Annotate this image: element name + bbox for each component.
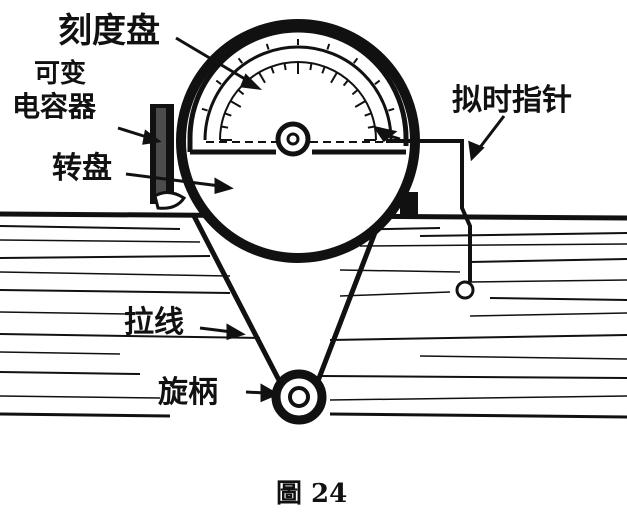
dial-tick	[224, 112, 232, 117]
dial-tick	[342, 79, 349, 87]
dial-outer-tick	[326, 43, 331, 50]
dial-tick	[364, 112, 372, 117]
knob-label: 旋柄	[158, 375, 218, 410]
dial-tick	[321, 66, 326, 74]
dial-outer-tick	[352, 57, 359, 64]
pointer-label: 拟时指针	[452, 83, 572, 118]
dial-tick	[283, 63, 287, 71]
dial-outer-tick	[265, 43, 270, 50]
dial-tick	[351, 89, 359, 96]
dial-tick	[237, 89, 245, 96]
dial-tick	[229, 100, 242, 108]
clock-pointer	[386, 139, 475, 300]
dial-scale-ticks	[201, 39, 395, 141]
disc-label: 转盘	[52, 151, 112, 186]
capacitor-label-line1: 可变	[34, 58, 86, 89]
leader-arrows	[117, 36, 506, 403]
drive-cord	[191, 214, 379, 388]
dial-outer-tick	[237, 57, 243, 64]
dial-label: 刻度盘	[58, 11, 160, 51]
variable-capacitor	[150, 104, 187, 210]
dial-outer-tick	[374, 79, 381, 85]
dial-plate	[187, 27, 409, 155]
dial-tick	[221, 125, 229, 129]
dial-outer-tick	[201, 107, 208, 112]
dial-outer-tick	[388, 107, 395, 112]
dial-tick	[270, 66, 275, 74]
dial-tick	[330, 71, 338, 84]
tuning-knob	[271, 369, 327, 425]
pointer-hub	[275, 121, 311, 157]
dial-tick	[258, 71, 266, 84]
figure-caption: 圖 24	[276, 479, 347, 509]
dial-tick	[354, 100, 367, 108]
surface-hatching	[0, 211, 627, 419]
capacitor-label-line2: 电容器	[12, 90, 97, 123]
dial-outer-tick	[215, 79, 222, 85]
dial-tick	[309, 63, 313, 71]
cord-label: 拉线	[124, 305, 184, 340]
